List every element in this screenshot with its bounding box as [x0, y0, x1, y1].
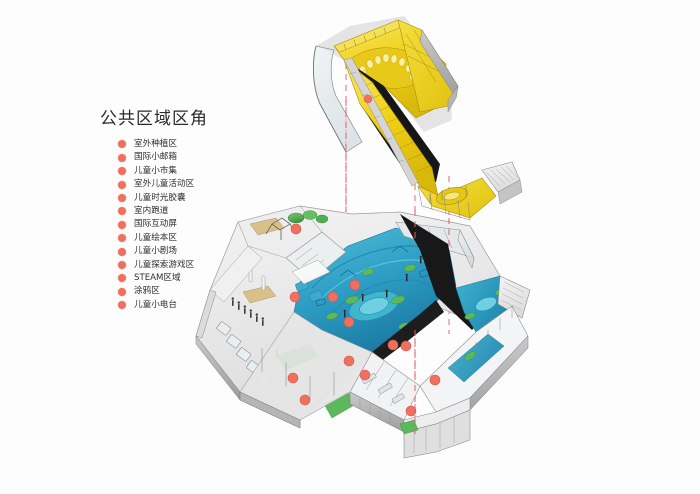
upper-north-mullions — [343, 27, 387, 51]
legend-item-label: 室内跑道 — [134, 206, 169, 217]
legend-item-label: 儿童小市集 — [134, 165, 177, 176]
legend-bullet-icon — [118, 140, 126, 149]
legend-bullet-icon — [118, 207, 126, 216]
central-plaza-inner — [359, 297, 389, 315]
upper-tower-facade — [497, 179, 523, 205]
south-volume-mullions — [413, 417, 455, 454]
legend-item-label: 儿童探索游戏区 — [134, 259, 195, 270]
southeast-facade-mullions — [359, 397, 391, 424]
legend-list: 室外种植区 国际小邮箱 儿童小市集 室外儿童活动区 儿童时光胶囊 室内跑道 — [99, 138, 249, 312]
upper-slab-edge-east-bottom — [447, 85, 459, 113]
north-glazing — [457, 229, 475, 269]
east-corner-teal-insert — [447, 333, 505, 383]
plan-marker-a[interactable] — [290, 223, 302, 235]
legend-bullet-icon — [118, 274, 126, 283]
plan-marker-g[interactable] — [387, 339, 399, 351]
legend-bullet-icon — [118, 301, 126, 310]
legend-bullet-icon — [118, 220, 126, 229]
plan-marker-h[interactable] — [400, 340, 412, 352]
play-planters — [326, 264, 416, 330]
west-entry-ramp — [209, 245, 263, 303]
plan-marker-m[interactable] — [405, 405, 417, 417]
legend-bullet-icon — [118, 260, 126, 269]
balustrade-posts — [349, 71, 405, 163]
alignment-guides-overlay — [345, 100, 450, 434]
legend-item-m[interactable]: 儿童小电台 — [99, 298, 249, 311]
southeast-rooms — [349, 351, 421, 433]
legend-item-a[interactable]: 室外种植区 — [99, 138, 249, 151]
east-stair-tower — [497, 275, 531, 319]
plan-markers[interactable] — [287, 223, 441, 417]
east-corner-railing — [475, 306, 513, 354]
legend-bullet-icon — [118, 234, 126, 243]
east-tower-treads — [500, 281, 525, 311]
plan-marker-l[interactable] — [429, 374, 441, 386]
legend-bullet-icon — [118, 180, 126, 189]
section-cut-wall-edge — [239, 391, 301, 429]
east-wing — [455, 275, 531, 333]
south-ground-volume — [399, 397, 471, 459]
legend-item-label: 儿童绘本区 — [134, 232, 177, 243]
legend-item-label: 国际小邮箱 — [134, 152, 177, 163]
plan-marker-e[interactable] — [343, 316, 355, 328]
plan-marker-d[interactable] — [349, 279, 361, 291]
legend-title: 公共区域区角 — [100, 109, 208, 129]
section-wall-columns — [261, 348, 335, 400]
legend-item-j[interactable]: 儿童探索游戏区 — [99, 258, 249, 271]
legend-item-f[interactable]: 室内跑道 — [99, 205, 249, 218]
legend-bullet-icon — [118, 247, 126, 256]
lower-floor-volume — [195, 205, 531, 459]
legend-item-k[interactable]: STEAM区域 — [99, 272, 249, 285]
legend-item-e[interactable]: 儿童时光胶囊 — [99, 191, 249, 204]
stair-tower-treads — [485, 165, 519, 187]
legend-item-l[interactable]: 涂鸦区 — [99, 285, 249, 298]
upper-floor-volume — [312, 16, 523, 221]
plan-marker-c[interactable] — [327, 291, 339, 303]
planting-bed-sand-2 — [242, 285, 277, 304]
legend-item-label: STEAM区域 — [134, 272, 181, 283]
legend-item-label: 儿童小电台 — [134, 299, 177, 310]
plan-marker-b[interactable] — [289, 291, 301, 303]
legend-item-label: 国际互动屏 — [134, 219, 177, 230]
legend-item-b[interactable]: 国际小邮箱 — [99, 151, 249, 164]
plan-marker-f[interactable] — [343, 355, 355, 367]
legend-item-label: 室外种植区 — [134, 139, 177, 150]
southeast-furniture — [362, 372, 405, 404]
legend-bullet-icon — [118, 167, 126, 176]
legend-item-i[interactable]: 儿童小剧场 — [99, 245, 249, 258]
legend-item-label: 涂鸦区 — [134, 286, 160, 297]
upper-ramp-marker[interactable] — [363, 94, 373, 104]
east-wing-feature — [475, 296, 497, 312]
upper-curved-shell-edge — [312, 45, 347, 153]
west-perimeter-wall — [195, 289, 217, 339]
legend-item-label: 室外儿童活动区 — [134, 179, 195, 190]
legend-item-h[interactable]: 儿童绘本区 — [99, 231, 249, 244]
plan-marker-j[interactable] — [299, 394, 311, 406]
legend-item-d[interactable]: 室外儿童活动区 — [99, 178, 249, 191]
legend-item-label: 儿童时光胶囊 — [134, 192, 186, 203]
terminus-substructure — [417, 185, 471, 221]
pod-canopy — [291, 259, 331, 285]
plan-marker-i[interactable] — [287, 372, 299, 384]
plan-marker-k[interactable] — [359, 369, 371, 381]
west-interior-rooms — [285, 231, 347, 302]
legend-item-c[interactable]: 儿童小市集 — [99, 164, 249, 177]
legend-panel: 公共区域区角 室外种植区 国际小邮箱 儿童小市集 室外儿童活动区 儿童时光胶囊 — [99, 110, 249, 312]
legend-bullet-icon — [118, 153, 126, 162]
terminus-posts — [429, 186, 467, 204]
legend-bullet-icon — [118, 193, 126, 202]
legend-item-label: 儿童小剧场 — [134, 246, 177, 257]
south-volume-face — [403, 409, 471, 459]
south-volume-green — [399, 419, 419, 435]
legend-bullet-icon — [118, 287, 126, 296]
ramp-balustrade-west — [343, 57, 419, 187]
legend-item-g[interactable]: 国际互动屏 — [99, 218, 249, 231]
terrace-trees — [287, 210, 329, 224]
east-corner-green — [464, 351, 476, 361]
